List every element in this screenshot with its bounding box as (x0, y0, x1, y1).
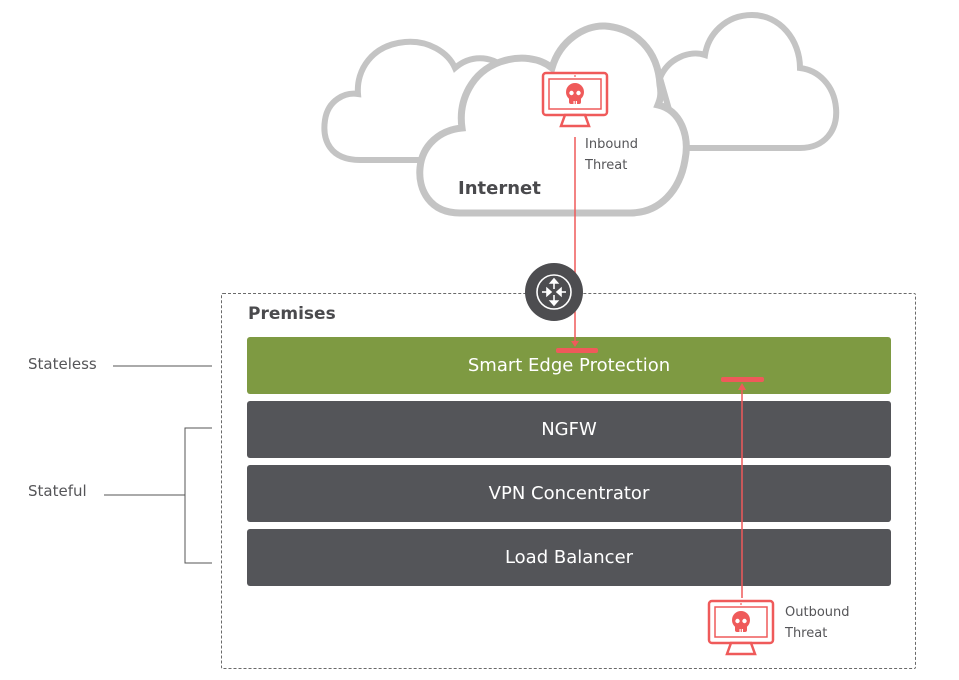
outbound-label-line2: Threat (785, 626, 828, 641)
layer-label: VPN Concentrator (488, 483, 650, 504)
outbound-threat-icon (707, 599, 775, 656)
outbound-block-bar (721, 377, 764, 382)
inbound-label-line1: Inbound (585, 137, 639, 152)
cloud-right (656, 11, 840, 151)
premises-title: Premises (248, 304, 336, 324)
skull-icon (566, 83, 584, 104)
layer-label: Load Balancer (504, 547, 634, 568)
layer-label: Smart Edge Protection (467, 355, 671, 376)
layer-vpn-concentrator: VPN Concentrator (247, 465, 891, 522)
layer-ngfw: NGFW (247, 401, 891, 458)
inbound-threat-icon (541, 71, 609, 128)
cloud-internet (416, 22, 690, 217)
stateless-label: Stateless (28, 355, 97, 373)
layer-label: NGFW (541, 419, 597, 440)
inbound-label-line2: Threat (585, 158, 628, 173)
inbound-block-bar (556, 348, 598, 353)
inbound-arrowhead (571, 341, 579, 347)
stateful-bracket (184, 427, 212, 564)
layer-smart-edge-protection: Smart Edge Protection (247, 337, 891, 394)
inbound-threat-label: Inbound Threat (585, 134, 638, 176)
router-icon (525, 263, 583, 321)
stateful-label: Stateful (28, 482, 87, 500)
internet-label: Internet (458, 178, 541, 199)
outbound-arrowhead (738, 383, 746, 390)
layer-load-balancer: Load Balancer (247, 529, 891, 586)
skull-icon (732, 611, 750, 632)
outbound-threat-label: Outbound Threat (785, 602, 850, 644)
outbound-label-line1: Outbound (785, 605, 850, 620)
